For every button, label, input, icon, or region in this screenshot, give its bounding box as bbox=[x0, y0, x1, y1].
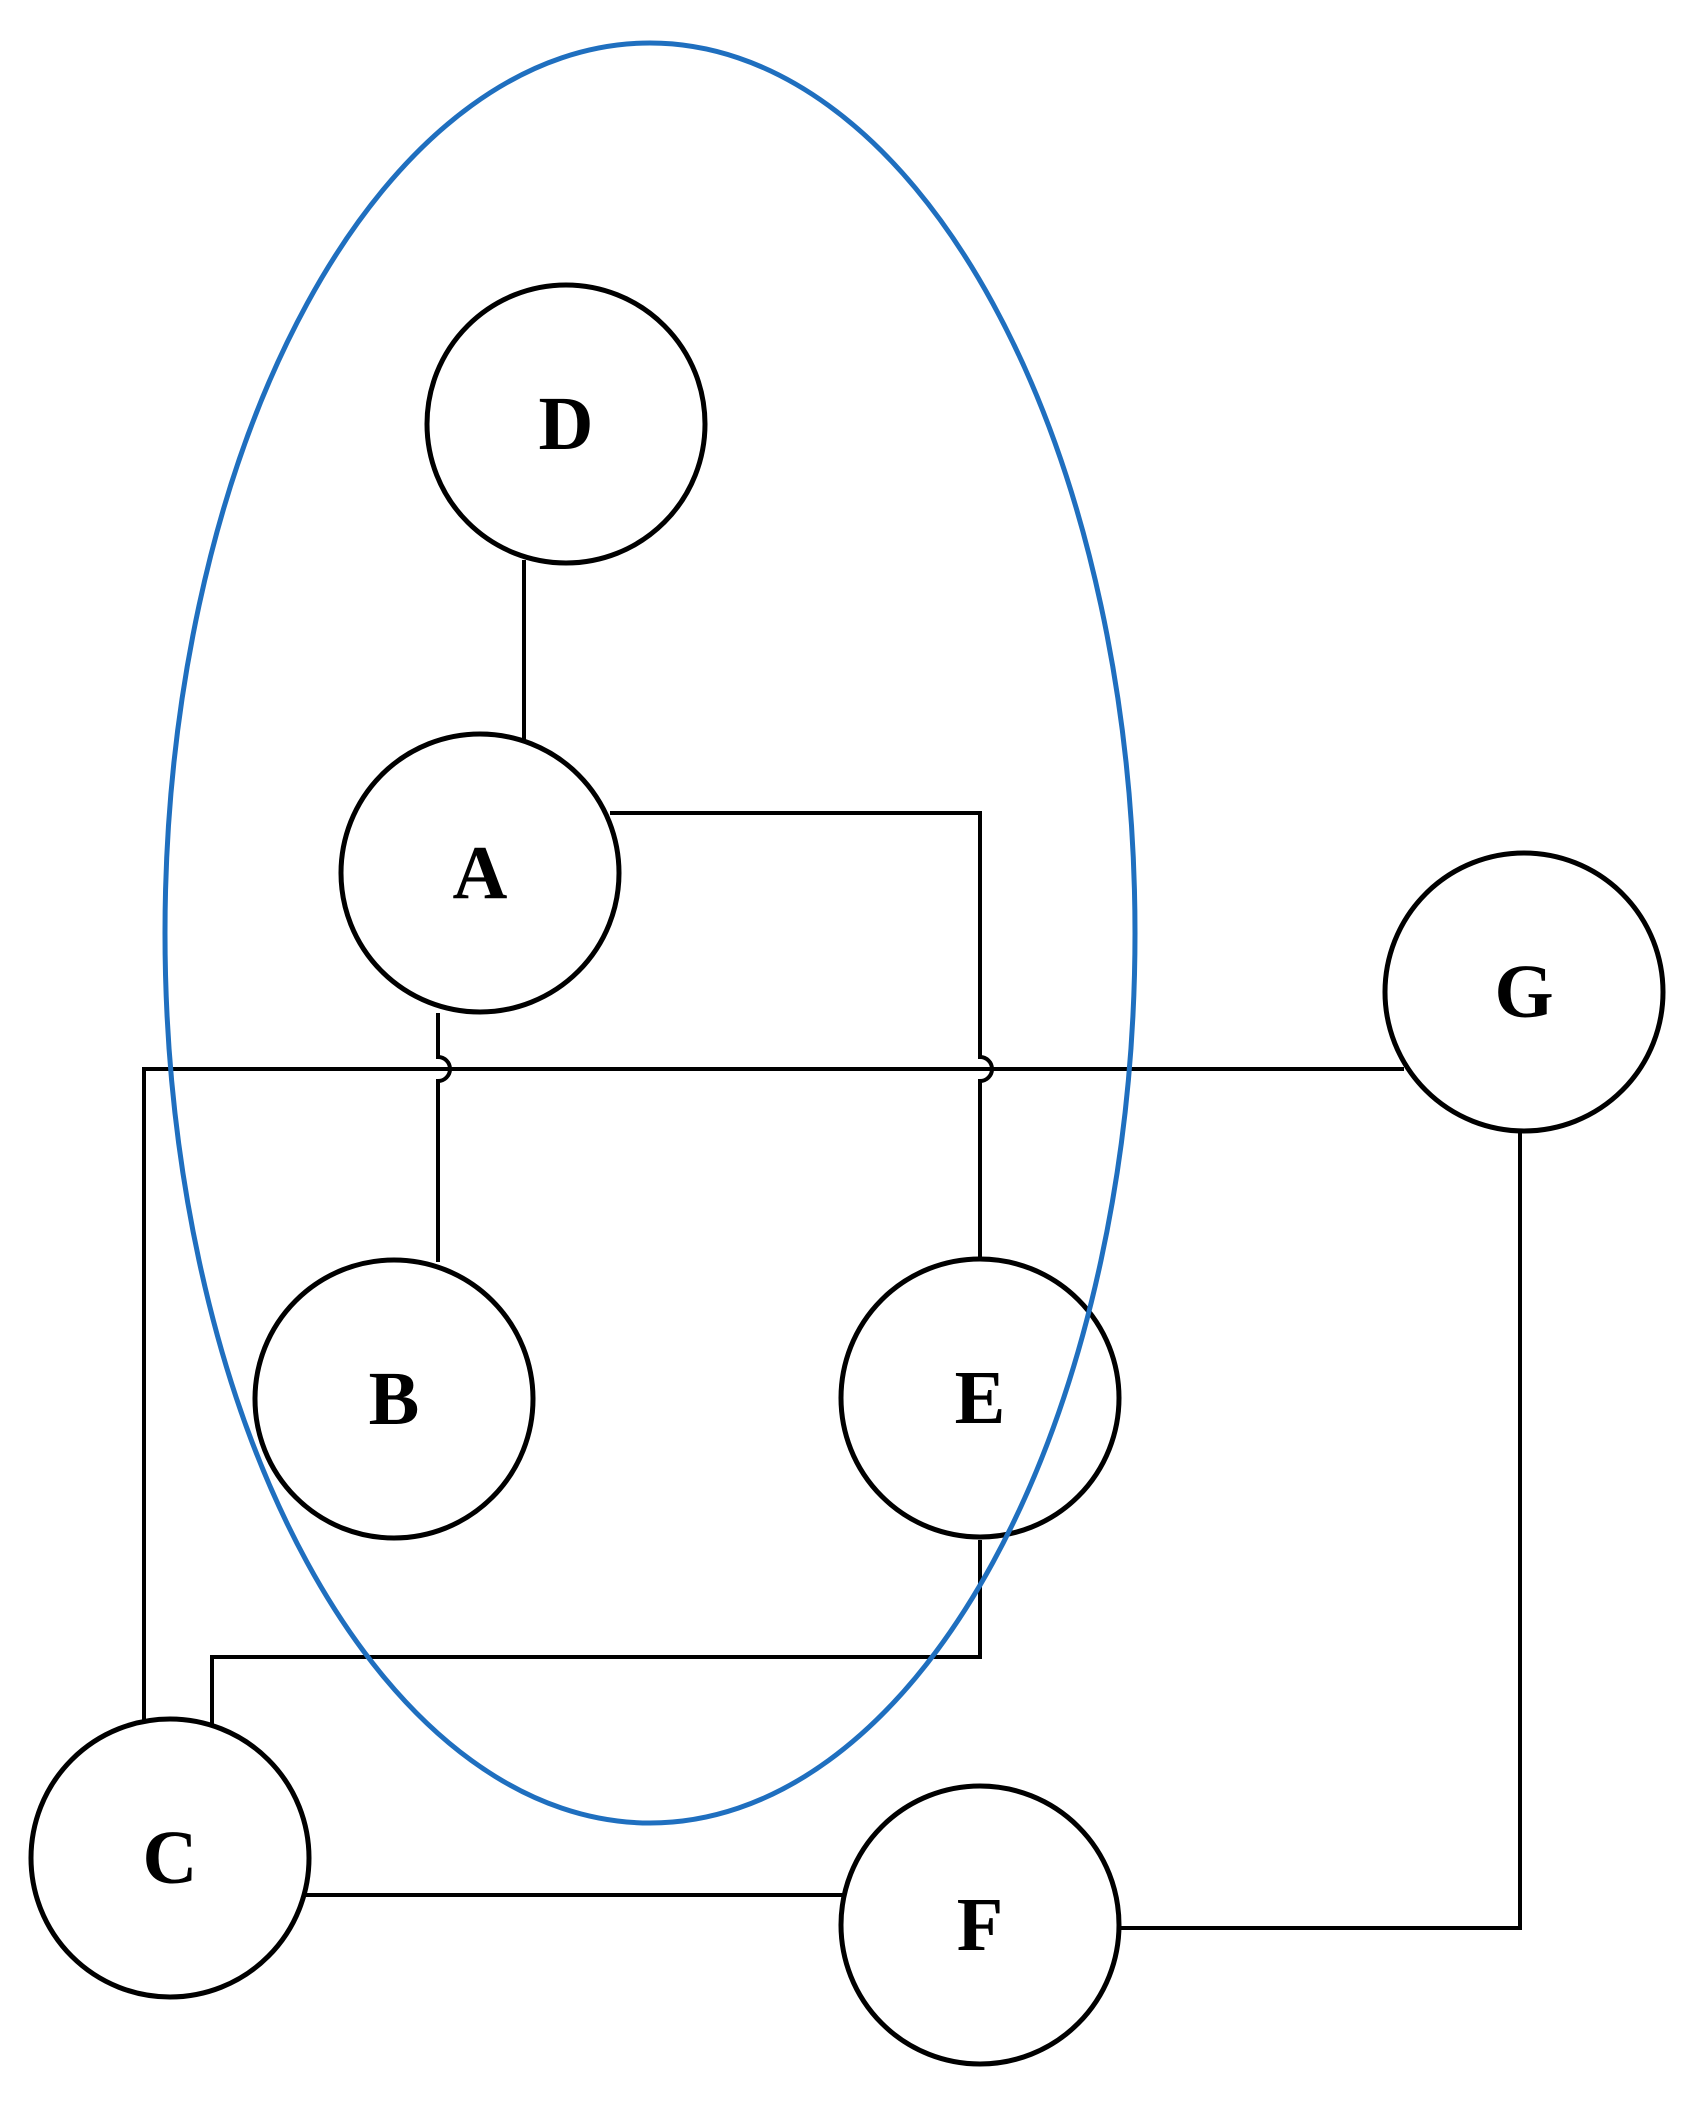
node-b: B bbox=[252, 1257, 536, 1541]
node-f-label: F bbox=[957, 1883, 1003, 1967]
node-a: A bbox=[338, 731, 622, 1015]
node-c-label: C bbox=[143, 1816, 198, 1900]
node-e-label: E bbox=[955, 1356, 1006, 1440]
edge-e-c bbox=[210, 1540, 982, 1724]
node-d: D bbox=[424, 282, 708, 566]
node-e: E bbox=[838, 1256, 1122, 1540]
node-g-label: G bbox=[1494, 950, 1553, 1034]
node-c: C bbox=[28, 1716, 312, 2000]
node-d-label: D bbox=[539, 382, 594, 466]
node-g: G bbox=[1382, 850, 1666, 1134]
edge-g-c bbox=[142, 1067, 1404, 1720]
node-b-label: B bbox=[369, 1357, 420, 1441]
node-a-label: A bbox=[453, 831, 508, 915]
group-ellipse bbox=[162, 40, 1138, 1826]
edge-a-e bbox=[610, 811, 994, 1260]
edge-f-g bbox=[1118, 1130, 1522, 1930]
edge-a-b bbox=[436, 1013, 452, 1262]
node-f: F bbox=[838, 1783, 1122, 2067]
